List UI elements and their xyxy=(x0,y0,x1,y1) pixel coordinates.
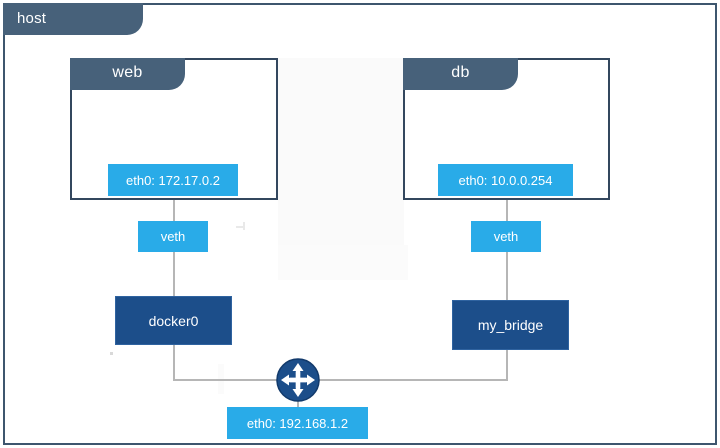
veth-web-label: veth xyxy=(160,229,186,244)
artifact-mark-3 xyxy=(110,352,113,355)
link-veth-to-docker0 xyxy=(173,251,175,297)
link-db-eth0-to-veth xyxy=(506,196,508,222)
link-my-bridge-to-router xyxy=(310,379,508,381)
web-eth0-interface[interactable]: eth0: 172.17.0.2 xyxy=(108,164,238,196)
db-eth0-label: eth0: 10.0.0.254 xyxy=(458,172,553,188)
link-web-eth0-to-veth xyxy=(173,196,175,222)
link-my-bridge-down xyxy=(506,349,508,381)
link-veth-to-my-bridge xyxy=(506,251,508,301)
bridge-docker0[interactable]: docker0 xyxy=(115,296,232,345)
host-eth0-label: eth0: 192.168.1.2 xyxy=(246,415,349,431)
db-eth0-interface[interactable]: eth0: 10.0.0.254 xyxy=(438,164,573,196)
container-web-tab: web xyxy=(70,58,185,90)
link-router-to-eth0 xyxy=(297,398,299,408)
link-docker0-down xyxy=(173,344,175,380)
background-panel-secondary xyxy=(278,245,408,280)
bridge-my-bridge-label: my_bridge xyxy=(477,317,544,333)
host-label-tab: host xyxy=(3,3,143,35)
host-eth0-interface[interactable]: eth0: 192.168.1.2 xyxy=(227,407,368,439)
artifact-mark-1 xyxy=(236,226,244,228)
container-db-label: db xyxy=(451,64,470,81)
bridge-my-bridge[interactable]: my_bridge xyxy=(452,300,569,350)
bridge-docker0-label: docker0 xyxy=(148,312,199,329)
web-eth0-label: eth0: 172.17.0.2 xyxy=(126,172,220,188)
router-four-arrows-icon[interactable] xyxy=(276,358,320,402)
host-label: host xyxy=(17,10,47,27)
artifact-mark-2 xyxy=(243,222,245,230)
veth-web[interactable]: veth xyxy=(138,221,208,252)
link-docker0-to-router xyxy=(173,379,286,381)
veth-db-label: veth xyxy=(493,229,519,244)
container-db-tab: db xyxy=(403,58,518,90)
container-web-label: web xyxy=(112,64,143,81)
background-panel xyxy=(278,58,404,280)
veth-db[interactable]: veth xyxy=(471,221,541,252)
